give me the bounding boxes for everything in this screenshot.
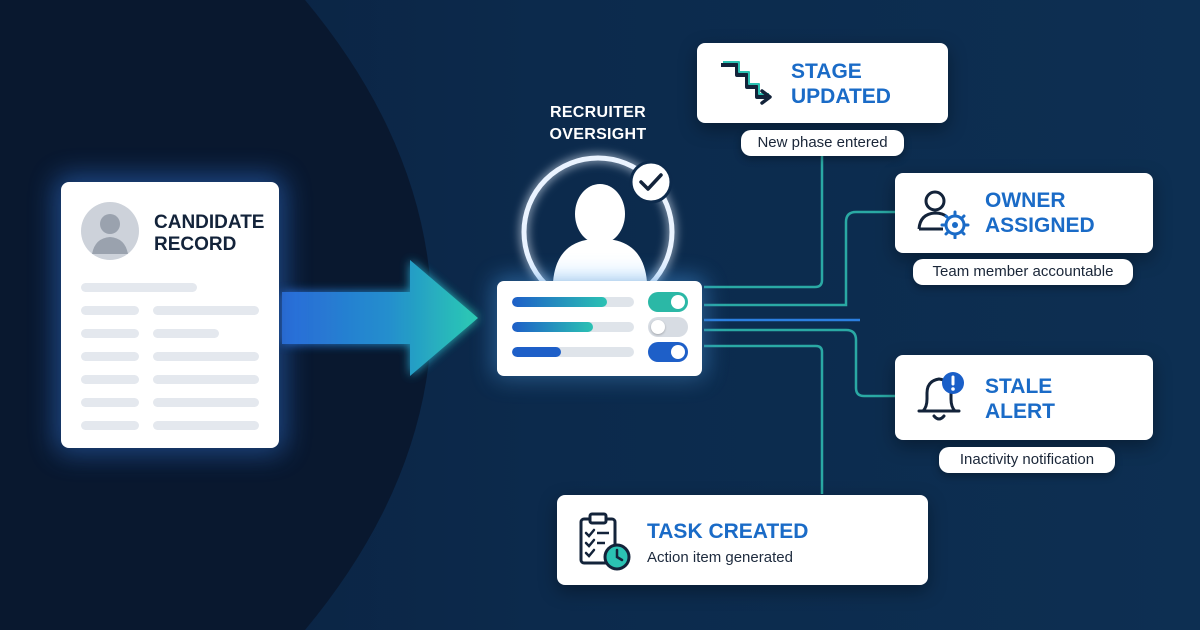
record-line bbox=[153, 306, 259, 315]
slider-fill bbox=[512, 297, 608, 307]
task-created-title: TASK CREATED bbox=[647, 520, 809, 543]
record-line bbox=[153, 375, 259, 384]
record-line bbox=[81, 283, 197, 292]
record-line bbox=[153, 398, 259, 407]
record-line bbox=[81, 329, 139, 338]
bell-alert-icon bbox=[917, 372, 964, 421]
stale-alert-caption: Inactivity notification bbox=[939, 447, 1115, 473]
stage-updated-caption: New phase entered bbox=[741, 130, 904, 156]
recruiter-oversight-label: RECRUITER OVERSIGHT bbox=[549, 104, 647, 143]
candidate-record-title: CANDIDATE RECORD bbox=[154, 212, 265, 255]
toggle-switch[interactable] bbox=[648, 317, 688, 337]
stale-alert-title: STALE ALERT bbox=[985, 375, 1055, 423]
owner-assigned-card: OWNER ASSIGNED bbox=[895, 173, 1153, 253]
oversight-control-panel bbox=[497, 281, 702, 376]
person-silhouette-icon bbox=[553, 184, 647, 282]
user-gear-icon bbox=[917, 190, 970, 239]
slider-track[interactable] bbox=[512, 322, 634, 332]
slider-fill bbox=[512, 322, 593, 332]
record-line bbox=[81, 421, 139, 430]
record-line bbox=[153, 352, 259, 361]
record-line bbox=[153, 421, 259, 430]
record-line bbox=[81, 306, 139, 315]
stage-updated-title: STAGE UPDATED bbox=[791, 60, 891, 108]
toggle-knob bbox=[671, 295, 685, 309]
slider-track[interactable] bbox=[512, 347, 634, 357]
record-line bbox=[81, 398, 139, 407]
owner-assigned-title: OWNER ASSIGNED bbox=[985, 189, 1095, 237]
toggle-knob bbox=[651, 320, 665, 334]
stage-updated-card: STAGE UPDATED bbox=[697, 43, 948, 123]
flow-arrow bbox=[282, 260, 478, 376]
candidate-record-card: CANDIDATE RECORD bbox=[61, 182, 279, 448]
toggle-switch[interactable] bbox=[648, 342, 688, 362]
toggle-switch[interactable] bbox=[648, 292, 688, 312]
record-line bbox=[81, 352, 139, 361]
candidate-avatar-icon bbox=[81, 202, 139, 260]
stale-alert-card: STALE ALERT bbox=[895, 355, 1153, 440]
task-created-card: TASK CREATED Action item generated bbox=[557, 495, 928, 585]
check-badge-icon bbox=[629, 160, 673, 204]
record-line bbox=[153, 329, 219, 338]
slider-track[interactable] bbox=[512, 297, 634, 307]
clipboard-clock-icon bbox=[579, 512, 631, 571]
owner-assigned-caption: Team member accountable bbox=[913, 259, 1133, 285]
connector-lines bbox=[704, 155, 895, 494]
toggle-knob bbox=[671, 345, 685, 359]
record-line bbox=[81, 375, 139, 384]
slider-fill bbox=[512, 347, 561, 357]
stage-flow-icon bbox=[721, 61, 772, 105]
task-created-caption: Action item generated bbox=[647, 549, 793, 566]
